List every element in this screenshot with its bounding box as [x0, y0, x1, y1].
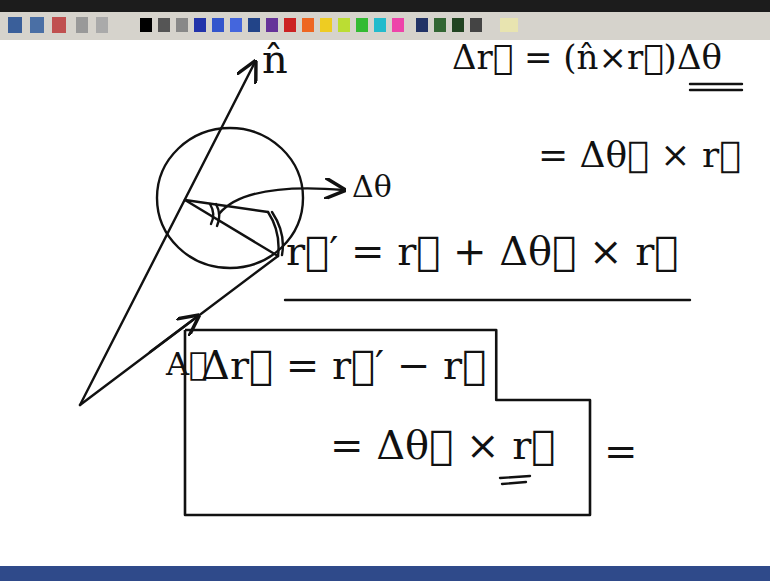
menu-bar [0, 0, 770, 12]
equals-sign: = [604, 428, 638, 474]
equation: = Δθ⃗ × r⃗ [538, 134, 741, 175]
equation-holder: = Δθ⃗ × r⃗ [538, 134, 741, 175]
equation-holder: Δr⃗ = r⃗′ − r⃗ [201, 342, 486, 388]
axis-label: n̂ [262, 36, 288, 82]
equation-holder: Δr⃗ = (n̂×r⃗)Δθ [452, 38, 722, 77]
rotation-circle [157, 128, 303, 268]
radius-line [185, 200, 278, 256]
angle-label: Δθ [352, 170, 392, 205]
equation-holder: = Δθ⃗ × r⃗ [330, 422, 555, 468]
equation: r⃗′ = r⃗ + Δθ⃗ × r⃗ [286, 228, 678, 274]
tool-icons [8, 17, 108, 33]
tool-bar [0, 12, 770, 40]
leader-line [219, 188, 344, 214]
boxed-result: Δr⃗ = r⃗′ − r⃗ = Δθ⃗ × r⃗ [185, 330, 590, 515]
double-underline [690, 84, 742, 90]
equation-holder: r⃗′ = r⃗ + Δθ⃗ × r⃗ [286, 228, 678, 274]
angle-label-holder: Δθ [352, 170, 392, 205]
equation: Δr⃗ = (n̂×r⃗)Δθ [452, 38, 722, 77]
angle-arc [210, 204, 213, 224]
status-bar [0, 566, 770, 581]
axis-label-holder: n̂ [262, 36, 288, 82]
double-underline [500, 476, 530, 484]
displacement-arc [272, 212, 283, 255]
boxed-equation: = Δθ⃗ × r⃗ [330, 422, 555, 468]
boxed-equation: Δr⃗ = r⃗′ − r⃗ [201, 342, 486, 388]
color-swatches [140, 18, 518, 32]
rotation-sketch [80, 62, 742, 484]
underline [285, 299, 690, 301]
box-outline [185, 330, 590, 515]
equals-sign-holder: = [604, 428, 638, 474]
